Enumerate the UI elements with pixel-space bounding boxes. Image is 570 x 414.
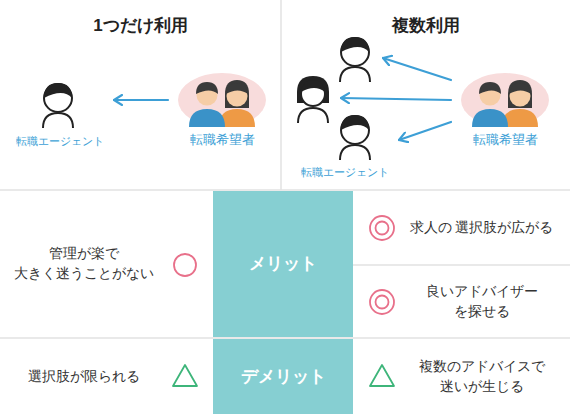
cell-text: デメリット <box>241 365 326 389</box>
double-circle-mark <box>376 222 389 235</box>
couple-icon <box>461 73 549 127</box>
table-cell: 良いアドバイザー を探せる <box>353 266 570 337</box>
double-circle-mark <box>370 290 394 314</box>
person-label: 転職エージェント <box>301 165 389 180</box>
double-circle-mark <box>370 216 394 240</box>
agent-icon <box>340 37 370 82</box>
panel: 転職エージェント 転職希望者 複数利用 <box>281 0 570 190</box>
panel: 転職エージェント 転職希望者 1つだけ利用 <box>0 0 281 190</box>
double-circle-mark <box>376 296 389 309</box>
cell-text: 求人の 選択肢が広がる <box>410 218 554 238</box>
agent-node <box>333 36 377 88</box>
cell-text: 複数のアドバイスで 迷いが生じる <box>399 357 564 396</box>
seeker-node: 転職希望者 <box>174 73 270 152</box>
header-cell: デメリット <box>213 339 353 414</box>
arrow-connector <box>399 122 451 140</box>
panel-divider <box>280 0 282 190</box>
panel-title: 1つだけ利用 <box>93 14 187 38</box>
header-cell: メリット <box>213 191 353 337</box>
seeker-node: 転職希望者 <box>457 73 553 152</box>
couple-icon <box>178 73 266 127</box>
agent-node: 転職エージェント <box>297 114 393 181</box>
agent-icon <box>43 83 73 128</box>
table-cell: 求人の 選択肢が広がる <box>353 191 570 264</box>
arrow-connector <box>114 99 168 101</box>
agent-node: 転職エージェント <box>12 80 108 150</box>
table-cell: 複数のアドバイスで 迷いが生じる <box>353 339 570 414</box>
cell-text: メリット <box>249 252 317 276</box>
table-cell: 選択肢が限られる <box>0 339 213 414</box>
cell-text: 選択肢が限られる <box>28 367 140 387</box>
agent-icon <box>340 115 370 160</box>
person-label: 転職エージェント <box>16 134 104 149</box>
arrow-connector <box>341 98 451 100</box>
woman-icon <box>297 76 329 123</box>
person-label: 転職希望者 <box>473 131 538 149</box>
grid-line <box>353 264 570 266</box>
cell-text: 良いアドバイザー を探せる <box>399 282 564 321</box>
cell-text: 管理が楽で 大きく迷うことがない <box>6 244 161 283</box>
triangle-mark <box>173 365 197 386</box>
table-cell: 管理が楽で 大きく迷うことがない <box>0 191 213 337</box>
circle-mark <box>174 254 196 276</box>
person-label: 転職希望者 <box>190 131 255 149</box>
arrow-connector <box>383 58 451 80</box>
triangle-mark <box>370 365 394 386</box>
panel-title: 複数利用 <box>392 14 460 38</box>
agent-node <box>291 75 335 129</box>
